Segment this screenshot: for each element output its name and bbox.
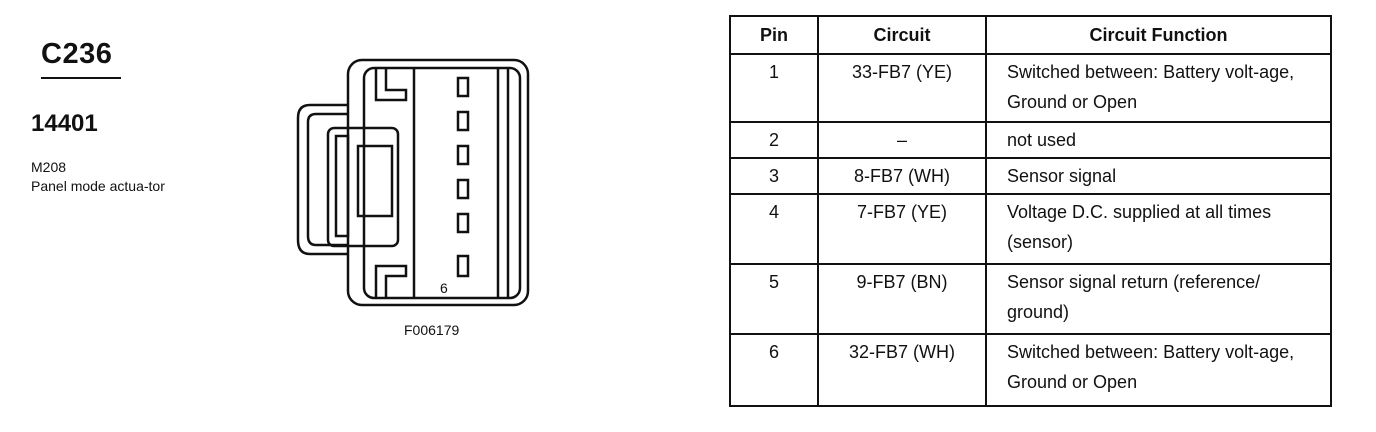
column-header-pin: Pin — [729, 15, 819, 55]
circuit-cell: 32-FB7 (WH) — [817, 333, 987, 407]
function-cell: Voltage D.C. supplied at all times (sens… — [985, 193, 1332, 265]
pin-cavity — [456, 212, 470, 234]
circuit-cell: 9-FB7 (BN) — [817, 263, 987, 335]
pin-table: Pin Circuit Circuit Function 1 33-FB7 (Y… — [729, 15, 1332, 407]
table-row: 2 – not used — [729, 121, 1332, 159]
connector-body — [346, 58, 530, 307]
pin-cavity — [456, 110, 470, 132]
circuit-cell: 33-FB7 (YE) — [817, 53, 987, 123]
connector-id: C236 — [41, 38, 113, 70]
pin-cell: 2 — [729, 121, 819, 159]
bottom-key — [374, 264, 408, 298]
pin-cell: 4 — [729, 193, 819, 265]
function-cell: not used — [985, 121, 1332, 159]
pin-cell: 1 — [729, 53, 819, 123]
pin-number-label: 6 — [440, 280, 448, 296]
circuit-cell: – — [817, 121, 987, 159]
table-row: 5 9-FB7 (BN) Sensor signal return (refer… — [729, 263, 1332, 335]
pin-cavity — [456, 144, 470, 166]
pin-cavity — [456, 178, 470, 200]
circuit-cell: 8-FB7 (WH) — [817, 157, 987, 195]
part-number: 14401 — [31, 110, 98, 137]
top-key — [374, 68, 408, 102]
figure-id: F006179 — [404, 322, 460, 338]
table-row: 1 33-FB7 (YE) Switched between: Battery … — [729, 53, 1332, 123]
pin-cell: 5 — [729, 263, 819, 335]
table-row: 3 8-FB7 (WH) Sensor signal — [729, 157, 1332, 195]
circuit-cell: 7-FB7 (YE) — [817, 193, 987, 265]
component-code: M208 — [31, 159, 67, 175]
pin-cell: 6 — [729, 333, 819, 407]
connector-latch — [296, 103, 348, 256]
column-header-circuit: Circuit — [817, 15, 987, 55]
pin-cavity — [456, 76, 470, 98]
function-cell: Sensor signal return (reference/ ground) — [985, 263, 1332, 335]
connector-drawing: 6 — [296, 58, 530, 307]
component-description: Panel mode actua-tor — [31, 178, 165, 194]
pin-cell: 3 — [729, 157, 819, 195]
function-cell: Switched between: Battery volt-age, Grou… — [985, 53, 1332, 123]
table-header-row: Pin Circuit Circuit Function — [729, 15, 1332, 55]
table-row: 6 32-FB7 (WH) Switched between: Battery … — [729, 333, 1332, 407]
column-header-function: Circuit Function — [985, 15, 1332, 55]
connector-id-underline — [41, 77, 121, 79]
pin-cavity — [456, 254, 470, 278]
function-cell: Sensor signal — [985, 157, 1332, 195]
function-cell: Switched between: Battery volt-age, Grou… — [985, 333, 1332, 407]
table-row: 4 7-FB7 (YE) Voltage D.C. supplied at al… — [729, 193, 1332, 265]
